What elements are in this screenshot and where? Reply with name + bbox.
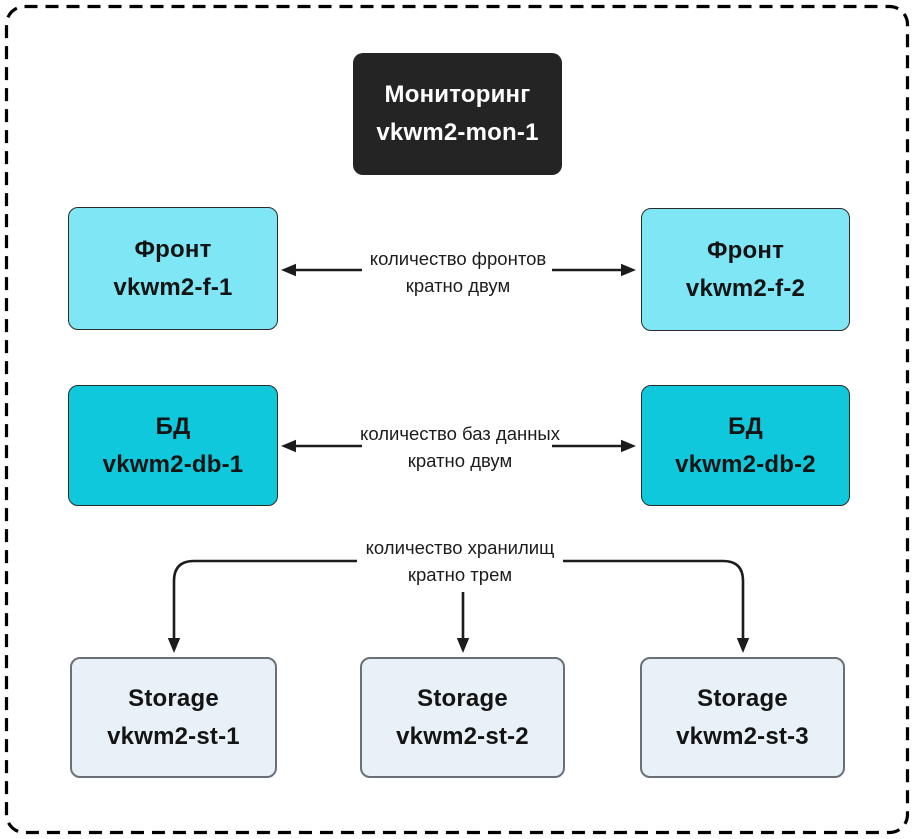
storage-node-2-title: Storage: [417, 684, 508, 712]
storage-node-2: Storage vkwm2-st-2: [360, 657, 565, 778]
storage-link-arrowhead-right: [736, 638, 750, 653]
storage-link-line-left: [172, 559, 357, 639]
db-node-2-title: БД: [728, 412, 763, 440]
storage-node-1: Storage vkwm2-st-1: [70, 657, 277, 778]
front-node-1: Фронт vkwm2-f-1: [68, 207, 278, 330]
storage-link-arrowhead-left: [167, 638, 181, 653]
front-link-label-line1: количество фронтов: [369, 248, 547, 269]
db-link-label-line1: количество баз данных: [360, 423, 560, 444]
front-node-1-title: Фронт: [134, 235, 212, 263]
front-node-2-id: vkwm2-f-2: [685, 274, 806, 302]
front-node-2: Фронт vkwm2-f-2: [641, 208, 850, 331]
storage-node-1-id: vkwm2-st-1: [107, 722, 240, 750]
storage-node-2-id: vkwm2-st-2: [396, 722, 529, 750]
storage-node-1-title: Storage: [128, 684, 219, 712]
db-link-arrowhead-left: [281, 439, 296, 453]
storage-link-label-line2: кратно трем: [407, 564, 513, 585]
db-link-label-line2: кратно двум: [407, 450, 513, 471]
db-node-1: БД vkwm2-db-1: [68, 385, 278, 506]
storage-node-3-title: Storage: [697, 684, 788, 712]
monitoring-node-id: vkwm2-mon-1: [376, 119, 539, 146]
storage-link-label-line1: количество хранилищ: [365, 537, 555, 558]
storage-node-3: Storage vkwm2-st-3: [640, 657, 845, 778]
front-link-arrowhead-right: [621, 263, 636, 277]
db-node-1-id: vkwm2-db-1: [102, 450, 244, 478]
monitoring-node-title: Мониторинг: [384, 81, 531, 108]
storage-node-3-id: vkwm2-st-3: [676, 722, 809, 750]
front-link-label-line2: кратно двум: [405, 275, 511, 296]
db-link-arrowhead-right: [621, 439, 636, 453]
storage-link-arrowhead-middle: [456, 638, 470, 653]
storage-link-line-right: [563, 559, 745, 639]
front-node-1-id: vkwm2-f-1: [113, 273, 233, 301]
monitoring-node: Мониторинг vkwm2-mon-1: [353, 53, 562, 175]
db-node-2-id: vkwm2-db-2: [675, 450, 816, 478]
front-link-arrowhead-left: [281, 263, 296, 277]
db-node-2: БД vkwm2-db-2: [641, 385, 850, 506]
db-node-1-title: БД: [155, 412, 191, 440]
front-node-2-title: Фронт: [706, 236, 785, 264]
db-link-label: количество баз данных кратно двум: [360, 420, 560, 474]
storage-link-label: количество хранилищ кратно трем: [366, 534, 555, 588]
front-link-label: количество фронтов кратно двум: [370, 245, 546, 299]
